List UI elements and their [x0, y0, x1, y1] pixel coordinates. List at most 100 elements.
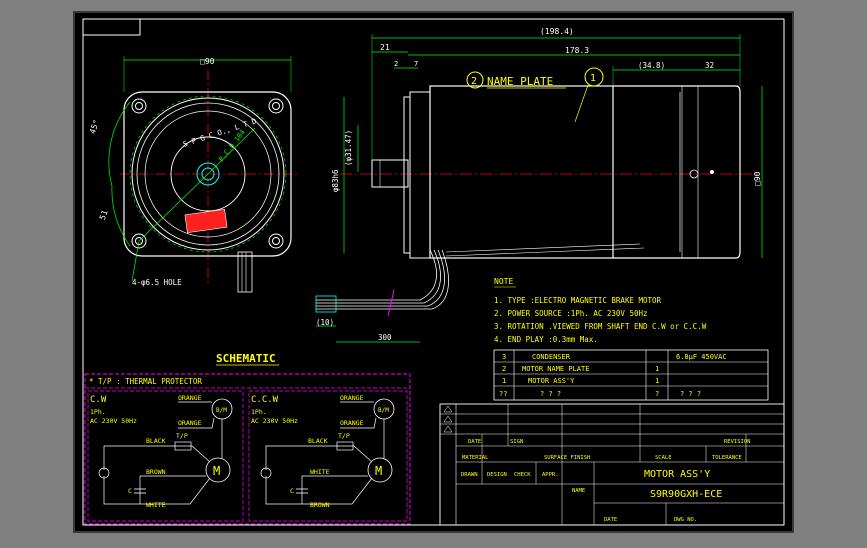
- dim-arc-45: [108, 101, 131, 187]
- tb-scale: SCALE: [655, 455, 672, 461]
- dim-34-label: (34.8): [638, 61, 665, 70]
- ccw-title: C.C.W: [251, 395, 279, 405]
- bom-row-1-name: CONDENSER: [532, 353, 571, 361]
- connector: [315, 295, 337, 313]
- balloon-2[interactable]: [466, 71, 484, 89]
- tb-date2: DATE: [604, 517, 617, 523]
- bom-table: [493, 349, 769, 401]
- motor-body: [429, 85, 614, 259]
- mount-hole-bl: [131, 233, 147, 249]
- side-view: [315, 85, 760, 317]
- lead-wire-2: [316, 249, 441, 304]
- bom-row-2-name: MOTOR NAME PLATE: [522, 365, 589, 373]
- hole-note-leader: [131, 240, 140, 282]
- ccw-ac-source: [260, 467, 272, 479]
- ccw-orange2: ORANGE: [340, 419, 364, 427]
- flange-outline: [123, 91, 292, 257]
- bom-frame: [493, 349, 769, 401]
- dim-square-top-label: □90: [200, 57, 215, 66]
- dim-shaft-label: 21: [380, 43, 390, 52]
- balloon-1-leader: [574, 84, 589, 123]
- spg-logo: [184, 208, 228, 234]
- schematic-title: SCHEMATIC: [216, 352, 276, 365]
- mount-hole-bl-in: [135, 237, 143, 245]
- bom-row-3-no: 1: [502, 377, 506, 385]
- tb-date: DATE: [468, 439, 481, 445]
- title-block: [439, 403, 785, 526]
- cw-panel: [87, 390, 244, 522]
- cw-wire-white: [103, 476, 211, 505]
- bom-row-1-no: 3: [502, 353, 506, 361]
- cw-orange1: ORANGE: [178, 394, 202, 402]
- bom-row-2-no: 2: [502, 365, 506, 373]
- dim-32-label: 32: [705, 61, 714, 70]
- dim-arc-51: [111, 185, 131, 247]
- front-view: [120, 70, 300, 293]
- bom-row-3-name: MOTOR ASS'Y: [528, 377, 575, 385]
- tb-appr: APPR.: [542, 472, 559, 478]
- cw-motor-symbol: [205, 457, 231, 483]
- sheet-border: [82, 18, 785, 526]
- cw-wire-orange2: [178, 417, 215, 429]
- mount-hole-tr-in: [272, 102, 280, 110]
- dim-2-label: 2: [394, 60, 398, 68]
- break-mark: [387, 289, 395, 317]
- dim-height-label: □90: [753, 171, 762, 186]
- tb-design: DESIGN: [487, 472, 507, 478]
- name-plate-label: NAME PLATE: [487, 75, 553, 88]
- ccw-white: WHITE: [310, 468, 330, 476]
- balloon-1[interactable]: [584, 67, 604, 87]
- tb-material: MATERIAL: [462, 455, 489, 461]
- cw-orange2: ORANGE: [178, 419, 202, 427]
- ccw-tp: T/P: [338, 432, 350, 440]
- note-item-2: 2. POWER SOURCE :1Ph. AC 230V 50Hz: [494, 309, 648, 318]
- cw-bm-label: B/M: [216, 407, 227, 414]
- ccw-orange1: ORANGE: [340, 394, 364, 402]
- cw-m-label: M: [213, 464, 220, 478]
- balloon-2-label: 2: [471, 76, 477, 87]
- ccw-circuit: [260, 398, 395, 505]
- balloon-1-label: 1: [590, 73, 596, 84]
- mount-hole-br: [268, 233, 284, 249]
- ccw-cap-label: C: [290, 487, 294, 495]
- bom-row-2-qty: 1: [655, 365, 659, 373]
- cw-title: C.W: [90, 395, 107, 405]
- hole-leader: [138, 173, 209, 242]
- ccw-thermal-protector: [336, 441, 354, 451]
- dim-51-label: 51: [98, 209, 110, 221]
- rev-triangle-1: [443, 405, 453, 413]
- ccw-bm-label: B/M: [378, 407, 389, 414]
- mount-hole-tl-in: [135, 102, 143, 110]
- tb-sign: SIGN: [510, 439, 523, 445]
- note-item-4: 4. END PLAY :0.3mm Max.: [494, 335, 598, 344]
- cw-thermal-protector: [174, 441, 192, 451]
- cw-ph: 1Ph.: [90, 408, 106, 416]
- mount-hole-tl: [131, 98, 147, 114]
- cw-ac-source: [98, 467, 110, 479]
- mount-hole-tr: [268, 98, 284, 114]
- tb-dwg: DWG NO.: [674, 517, 697, 523]
- dim-lead-label: 300: [378, 333, 392, 342]
- notes-title: NOTE: [494, 277, 513, 286]
- brake-ribs: [681, 85, 699, 259]
- tb-revision: REVISION: [724, 439, 751, 445]
- brake-point: [710, 170, 714, 174]
- brand-ring-circle: [144, 110, 272, 238]
- dim-phi31-label: (φ31.47): [344, 130, 353, 166]
- cw-circuit: [98, 398, 233, 505]
- brake-wire-2: [445, 247, 645, 257]
- cw-black: BLACK: [146, 437, 166, 445]
- ccw-ac: AC 230V 50Hz: [251, 417, 298, 425]
- bom-row-1-spec: 6.8μF 450VAC: [676, 353, 727, 361]
- brake-screw: [689, 169, 699, 179]
- ccw-panel: [248, 390, 408, 522]
- tb-drawn: DRAWN: [461, 472, 478, 478]
- ccw-ph: 1Ph.: [251, 408, 267, 416]
- cw-tp: T/P: [176, 432, 188, 440]
- tb-tolerance: TOLERANCE: [712, 455, 742, 461]
- bom-row-4-spec: ? ? ?: [680, 390, 701, 398]
- bom-row-4-no: ??: [499, 390, 507, 398]
- drawing-sheet: [73, 11, 794, 533]
